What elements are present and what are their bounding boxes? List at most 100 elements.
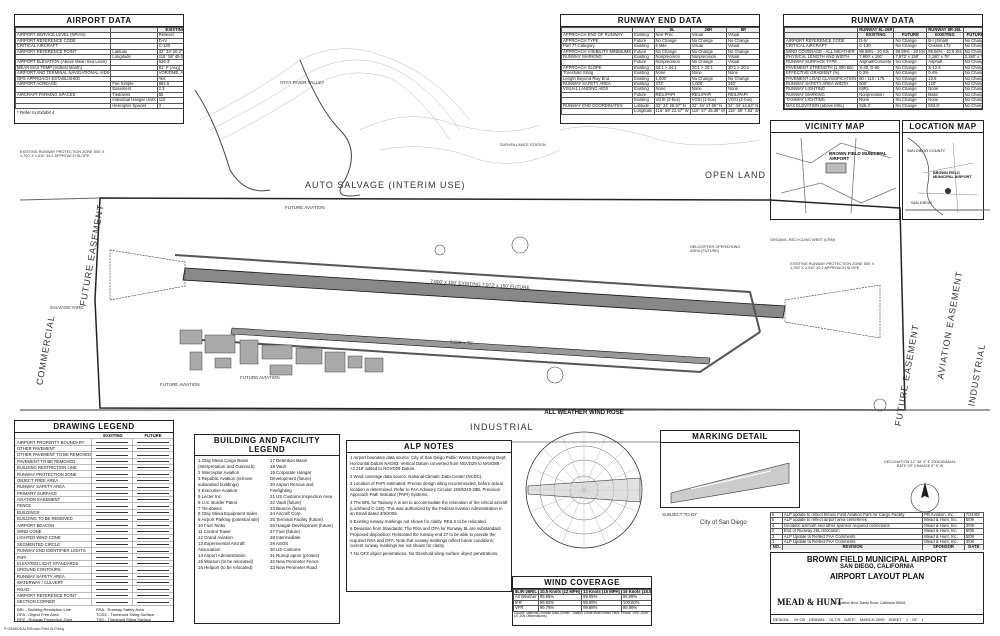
legend-existing-symbol xyxy=(91,592,132,599)
legend-item: RUNWAY SAFETY AREA xyxy=(15,484,173,491)
revision-header-cell: DATE xyxy=(963,544,984,550)
legend-item-label: AIRPORT BEACON xyxy=(17,522,55,528)
legend-future-symbol xyxy=(132,535,173,541)
building-legend-item: 19 Corporate Hangar Development (future) xyxy=(270,469,312,481)
legend-item-label: BUILDING RESTRICTION LINE xyxy=(17,465,77,471)
legend-existing-symbol xyxy=(91,573,132,579)
building-legend-item: 33 New Perimeter Road xyxy=(270,564,317,570)
legend-existing-symbol xyxy=(91,560,132,567)
revision-cell: 7/21/09 xyxy=(963,512,984,519)
legend-item: BUILDING TO BE REMOVED xyxy=(15,516,173,523)
alp-note: 1 Airport boundary data source: City of … xyxy=(350,455,507,472)
legend-existing-symbol xyxy=(91,599,132,605)
legend-item-label: SECTION CORNER xyxy=(17,599,55,605)
airport-data-cell: 3 xyxy=(156,102,183,110)
legend-existing-symbol xyxy=(91,567,132,573)
wind-rose-title: ALL WEATHER WIND ROSE xyxy=(544,410,624,416)
alp-note: 7 No OFZ object penetrations. No thresho… xyxy=(350,550,499,556)
runway-end-cell: No Change xyxy=(689,48,727,56)
label-future-aviation-3: FUTURE AVIATION xyxy=(240,375,280,380)
legend-future-symbol xyxy=(132,573,173,579)
legend-item-label: RUNWAY END IDENTIFIER LIGHTS xyxy=(17,548,86,554)
legend-existing-symbol xyxy=(91,503,132,509)
runway-data-cell: 99.66% - 10.5 Kts xyxy=(926,48,964,56)
legend-item: OBJECT FREE AREA xyxy=(15,477,173,485)
wind-coverage-header-cell: 13 Knots (15 MPH) xyxy=(581,588,622,596)
runway-data-cell: 526.3' xyxy=(857,102,895,109)
wind-coverage-cell: 99.79% xyxy=(537,605,583,612)
wind-coverage-cell: All Weather xyxy=(513,594,539,601)
legend-item-label: ROAD xyxy=(17,586,30,592)
label-rpz-right: EXISTING RUNWAY PROTECTION ZONE 500' X 1… xyxy=(790,262,875,270)
runway-data-cell: No Change xyxy=(962,86,982,93)
location-map-title: LOCATION MAP xyxy=(903,121,983,133)
legend-item: WIND CONE xyxy=(15,528,173,536)
runway-data-cell: 3,180' x 75' xyxy=(962,53,982,61)
legend-future-symbol xyxy=(132,567,173,573)
legend-existing-symbol xyxy=(91,509,132,516)
legend-item-label: WIND CONE xyxy=(17,529,42,535)
title-sheet-title: AIRPORT LAYOUT PLAN xyxy=(829,572,925,581)
label-industrial-right: INDUSTRIAL xyxy=(966,342,988,408)
runway-data-cell: No Change xyxy=(962,43,982,50)
revision-cell: 3/09 xyxy=(963,522,984,530)
legend-future-symbol xyxy=(132,516,173,522)
airport-data-cell: VOR/DME, ASOS xyxy=(156,70,183,77)
runway-data-cell: B-I (Small) xyxy=(926,37,964,45)
legend-abbreviation: BRL - Building Restriction Line xyxy=(17,606,72,612)
legend-item: PRIMARY SURFACE xyxy=(15,490,173,497)
drawn-label: DRAWN: xyxy=(809,616,826,622)
runway-end-cell: No Change xyxy=(725,75,759,83)
drawing-legend-title: DRAWING LEGEND xyxy=(15,421,173,433)
runway-end-cell: 32° 34' 14.63" N xyxy=(725,102,759,110)
legend-item: AVIATION EASEMENT xyxy=(15,496,173,504)
city-of-san-diego-label: City of San Diego xyxy=(700,520,747,526)
legend-future-symbol xyxy=(132,477,173,484)
legend-item-label: FENCE xyxy=(17,503,32,509)
legend-future-symbol xyxy=(132,484,173,490)
legend-future-symbol xyxy=(132,471,173,477)
legend-existing-symbol xyxy=(91,471,132,477)
runway-data-cell: PAVEMENT STRENGTH (1,000 lbs) xyxy=(784,64,859,72)
runway-data-cell: No Change xyxy=(962,59,982,66)
runway-data-cell: RUNWAY SAFETY AREA WIDTH xyxy=(784,81,859,88)
label-runway-1: 7,900' x 150' EXISTING 7,972' x 150' FUT… xyxy=(429,279,530,292)
legend-future-symbol xyxy=(132,579,173,586)
runway-end-cell: No Change xyxy=(725,37,759,45)
runway-end-cell: Latitude xyxy=(632,102,655,110)
legend-future-symbol xyxy=(132,445,173,452)
location-map-city: SAN DIEGO xyxy=(911,201,933,205)
runway-data-header-cell: RUNWAY 8R-26L xyxy=(926,26,964,34)
runway-end-cell: Existing xyxy=(632,86,655,93)
wind-coverage-header-cell: 10.5 Knots (12 MPH) xyxy=(537,588,583,596)
legend-item: BUILDINGS xyxy=(15,509,173,517)
wind-rose-chart xyxy=(525,431,643,549)
legend-item: PAPI xyxy=(15,554,173,561)
legend-item: ROAD xyxy=(15,586,173,593)
runway-data-cell: 3,180' x 75' xyxy=(926,53,964,61)
label-salvage-yard: SALVAGE YARD xyxy=(50,305,84,310)
runway-data-cell: Cessna 172 xyxy=(926,43,964,50)
legend-item: SECTION CORNER xyxy=(15,599,173,606)
airport-data-row: Helicopter Spaces3No Change xyxy=(15,102,183,110)
subject-to-label: SUBJECT TO BY xyxy=(662,512,698,517)
building-legend-item: 13 Experimental Aircraft Association xyxy=(198,541,245,553)
runway-end-data-grid: 8L26R8R26LAPPROACH END OF RUNWAYExisting… xyxy=(561,26,759,115)
label-future-easement-right: FUTURE EASEMENT xyxy=(892,323,921,427)
legend-future-symbol xyxy=(132,439,173,445)
building-legend-item: 8 Otay Mesa Equipment Sales xyxy=(198,511,258,517)
building-legend-item: 12 Grand Aviation xyxy=(198,535,233,541)
label-rpz-top-left: EXISTING RUNWAY PROTECTION ZONE 500' X 1… xyxy=(20,150,105,158)
runway-end-row: Threshold SitingExistingNoneNoneNoneNone xyxy=(561,70,759,77)
runway-end-cell: Existing xyxy=(632,53,655,61)
